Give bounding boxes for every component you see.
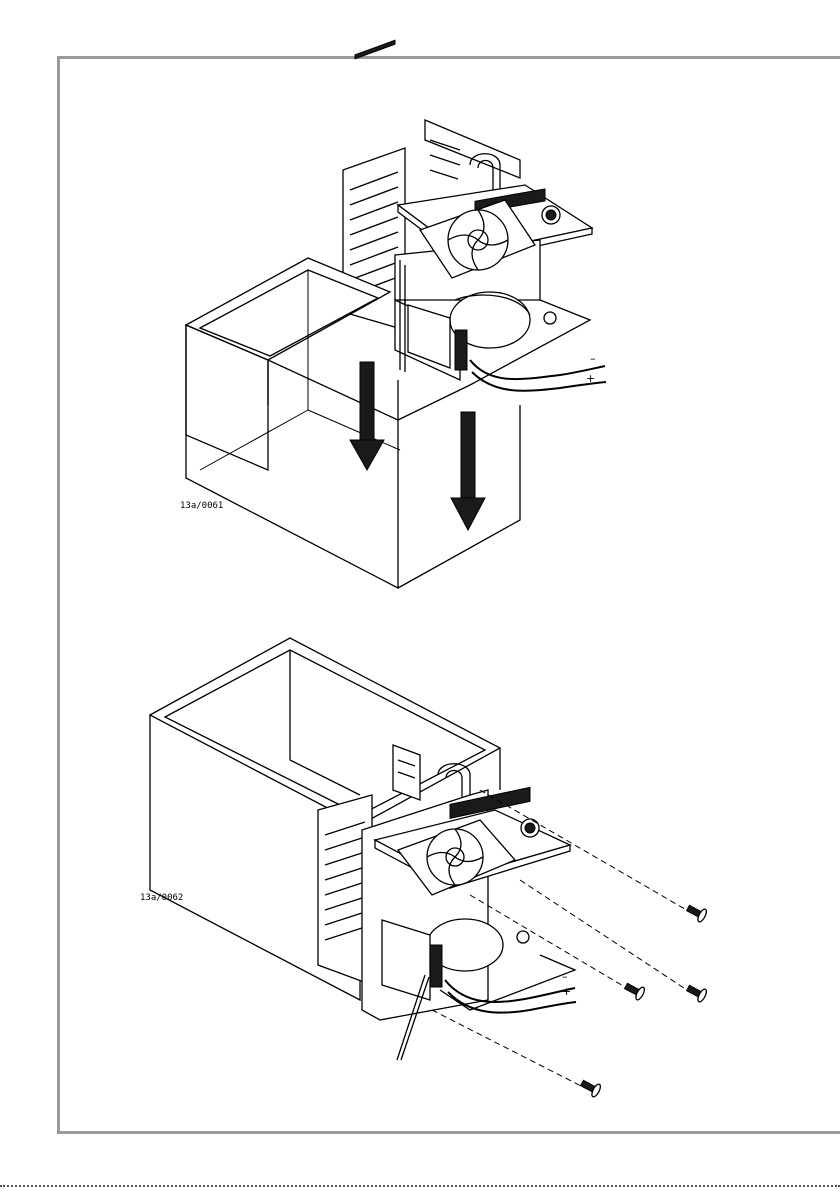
- minus-label-2: –: [562, 970, 568, 983]
- plus-label-2: +: [562, 985, 571, 998]
- minus-label: –: [590, 352, 596, 365]
- figure-code-bottom: 13a/0062: [140, 893, 183, 903]
- cable-icon: – +: [470, 352, 606, 391]
- bottom-figure: – + 13a/0062: [140, 638, 708, 1098]
- cooling-unit-icon: [395, 154, 592, 385]
- figure-code-top: 13a/0061: [180, 501, 223, 511]
- top-figure: – + 13a/0061: [180, 40, 606, 588]
- plus-label: +: [586, 372, 595, 385]
- cooling-unit-icon-2: [362, 764, 575, 1020]
